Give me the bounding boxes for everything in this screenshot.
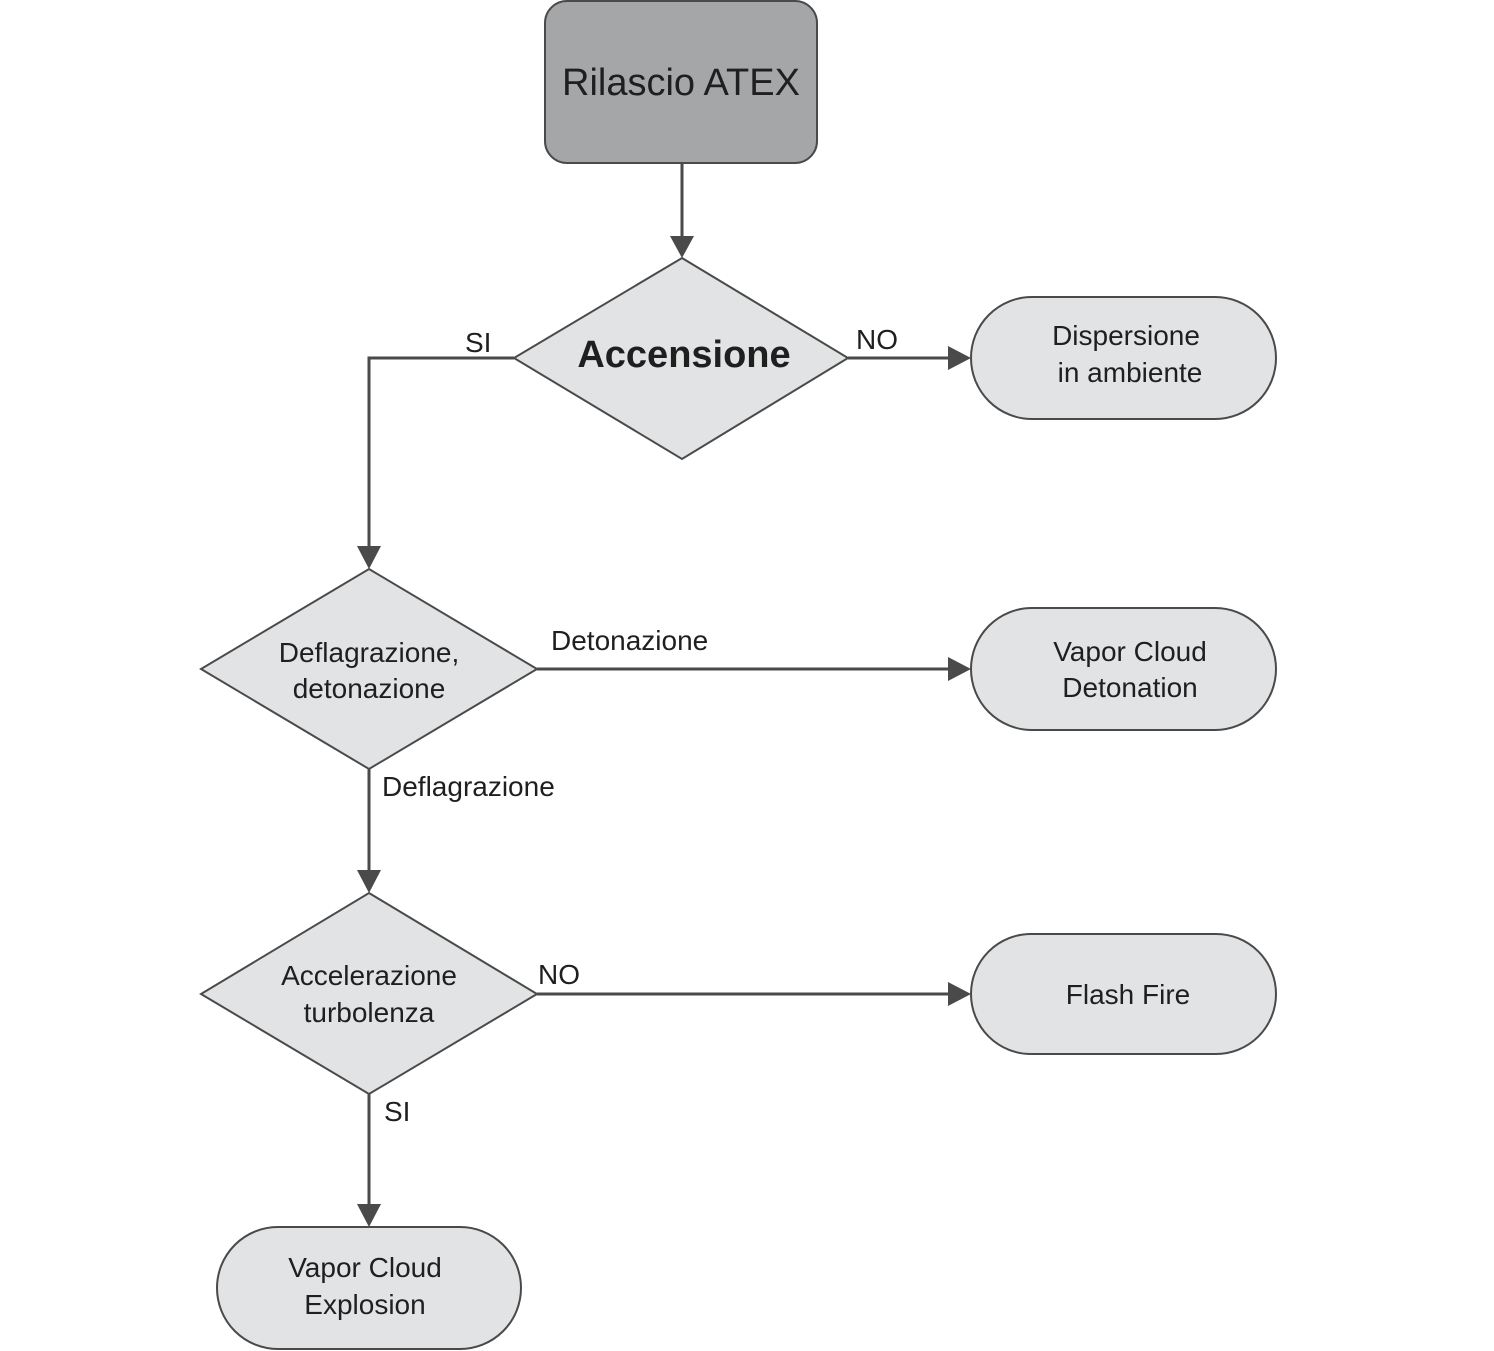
combustion-type-decision: Deflagrazione, detonazione	[199, 567, 539, 771]
edge-label-ignition-no: NO	[856, 324, 898, 355]
vcd-terminal: Vapor Cloud Detonation	[970, 607, 1277, 731]
arrowhead-icon	[357, 546, 381, 569]
dispersion-terminal-box	[970, 296, 1277, 420]
start-node-box	[544, 0, 818, 164]
flash-fire-terminal-label: Flash Fire	[1066, 979, 1190, 1010]
arrowhead-icon	[948, 982, 971, 1006]
vcd-terminal-line2: Detonation	[1062, 672, 1197, 703]
turbulence-line2: turbolenza	[304, 997, 435, 1028]
combustion-type-line2: detonazione	[293, 673, 446, 704]
turbulence-decision: Accelerazione turbolenza	[199, 891, 539, 1096]
arrowhead-icon	[948, 346, 971, 370]
turbulence-line1: Accelerazione	[281, 960, 457, 991]
ignition-decision-diamond	[512, 256, 850, 461]
ignition-decision-label: Accensione	[577, 334, 790, 376]
vce-terminal-line1: Vapor Cloud	[288, 1252, 442, 1283]
flash-fire-terminal-box	[970, 933, 1277, 1055]
connectors	[357, 163, 971, 1227]
edge-label-ignition-yes: SI	[465, 327, 491, 358]
arrowhead-icon	[948, 657, 971, 681]
ignition-decision: Accensione	[512, 256, 850, 461]
dispersion-terminal: Dispersione in ambiente	[970, 296, 1277, 420]
vcd-terminal-box	[970, 607, 1277, 731]
flash-fire-terminal: Flash Fire	[970, 933, 1277, 1055]
edge-label-turbulence-yes: SI	[384, 1096, 410, 1127]
dispersion-terminal-line2: in ambiente	[1058, 357, 1203, 388]
combustion-type-line1: Deflagrazione,	[279, 637, 460, 668]
dispersion-terminal-line1: Dispersione	[1052, 320, 1200, 351]
edge-label-deflagration: Deflagrazione	[382, 771, 555, 802]
combustion-type-diamond	[199, 567, 539, 771]
turbulence-diamond	[199, 891, 539, 1096]
arrowhead-icon	[357, 870, 381, 893]
arrowhead-icon	[670, 236, 694, 258]
edge-label-turbulence-no: NO	[538, 959, 580, 990]
vce-terminal-line2: Explosion	[304, 1289, 425, 1320]
connector-ignition-combustion-type	[367, 356, 514, 548]
arrowhead-icon	[357, 1204, 381, 1227]
vcd-terminal-line1: Vapor Cloud	[1053, 636, 1207, 667]
vce-terminal: Vapor Cloud Explosion	[216, 1226, 522, 1350]
start-node-label: Rilascio ATEX	[562, 62, 800, 104]
edge-labels: SI NO Detonazione Deflagrazione NO SI	[382, 324, 898, 1127]
start-node: Rilascio ATEX	[544, 0, 818, 164]
edge-label-detonation: Detonazione	[551, 625, 708, 656]
vce-terminal-box	[216, 1226, 522, 1350]
